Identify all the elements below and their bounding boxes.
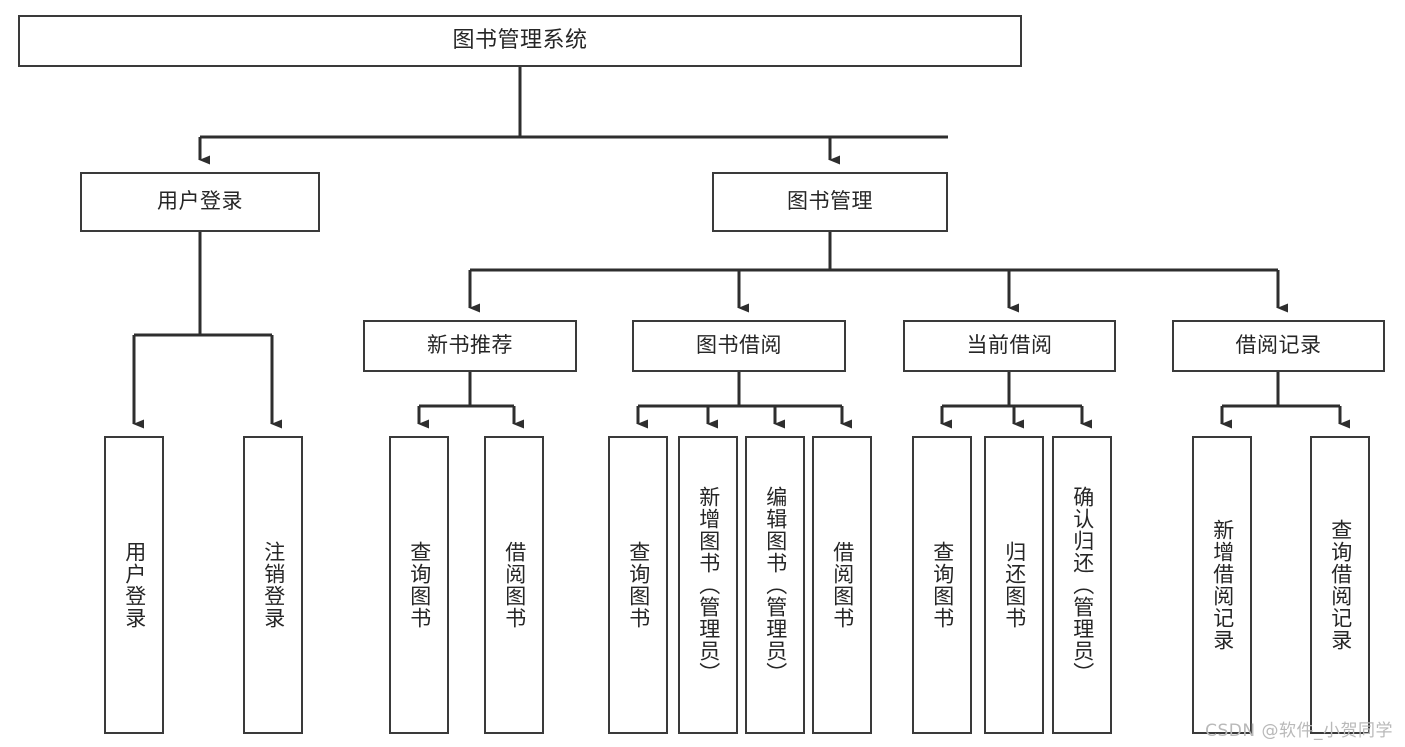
leaf-query-book-current[interactable]: 查询图书	[912, 436, 972, 734]
node-book-borrow[interactable]: 图书借阅	[632, 320, 846, 372]
node-user-login[interactable]: 用户登录	[80, 172, 320, 232]
node-label: 借阅图书	[830, 541, 855, 629]
node-new-book-recommend[interactable]: 新书推荐	[363, 320, 577, 372]
node-borrow-record[interactable]: 借阅记录	[1172, 320, 1385, 372]
node-label: 用户登录	[122, 541, 147, 629]
node-label: 图书管理系统	[452, 27, 588, 53]
node-label: 当前借阅	[966, 333, 1053, 358]
node-label: 图书借阅	[696, 333, 782, 358]
node-root-system[interactable]: 图书管理系统	[18, 15, 1022, 67]
leaf-borrow-book[interactable]: 借阅图书	[812, 436, 872, 734]
leaf-query-borrow-record[interactable]: 查询借阅记录	[1310, 436, 1370, 734]
leaf-borrow-book-recommend[interactable]: 借阅图书	[484, 436, 544, 734]
node-label: 归还图书	[1002, 541, 1027, 629]
leaf-add-borrow-record[interactable]: 新增借阅记录	[1192, 436, 1252, 734]
node-label: 新增借阅记录	[1210, 519, 1235, 651]
node-book-manage[interactable]: 图书管理	[712, 172, 948, 232]
node-label: 注销登录	[261, 541, 286, 629]
leaf-add-book-admin[interactable]: 新增图书（管理员）	[678, 436, 738, 734]
node-label: 查询借阅记录	[1328, 519, 1353, 651]
node-label: 图书管理	[787, 189, 873, 214]
node-label: 新增图书（管理员）	[696, 486, 721, 684]
node-label: 编辑图书（管理员）	[763, 486, 788, 684]
node-label: 借阅记录	[1235, 333, 1322, 358]
leaf-query-book-borrow[interactable]: 查询图书	[608, 436, 668, 734]
leaf-return-book[interactable]: 归还图书	[984, 436, 1044, 734]
node-label: 查询图书	[626, 541, 651, 629]
leaf-logout[interactable]: 注销登录	[243, 436, 303, 734]
node-current-borrow[interactable]: 当前借阅	[903, 320, 1116, 372]
node-label: 用户登录	[157, 189, 243, 214]
leaf-confirm-return-admin[interactable]: 确认归还（管理员）	[1052, 436, 1112, 734]
node-label: 查询图书	[930, 541, 955, 629]
node-label: 新书推荐	[427, 333, 513, 358]
node-label: 确认归还（管理员）	[1070, 486, 1095, 684]
leaf-user-login[interactable]: 用户登录	[104, 436, 164, 734]
watermark: CSDN @软件_小贺同学	[1205, 721, 1393, 741]
leaf-edit-book-admin[interactable]: 编辑图书（管理员）	[745, 436, 805, 734]
node-label: 查询图书	[407, 541, 432, 629]
leaf-query-book-recommend[interactable]: 查询图书	[389, 436, 449, 734]
node-label: 借阅图书	[502, 541, 527, 629]
